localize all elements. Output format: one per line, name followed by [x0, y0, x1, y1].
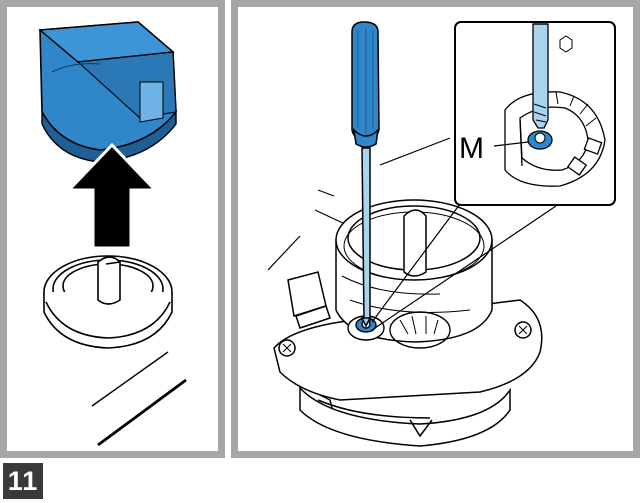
knob — [38, 21, 177, 163]
right-panel: M — [231, 0, 640, 458]
knob-mount-cylinder — [335, 199, 493, 343]
appliance-outline — [267, 137, 451, 271]
step-number-badge: 11 — [3, 463, 43, 499]
callout-label-m: M — [459, 132, 484, 165]
callout-connector — [371, 203, 557, 331]
appliance-edge-lines — [91, 351, 187, 447]
left-panel — [0, 0, 225, 458]
up-arrow-icon — [65, 142, 159, 250]
screwdriver-icon — [351, 21, 380, 328]
screw-icon — [347, 311, 451, 349]
knob-socket — [43, 255, 173, 349]
detail-inset: M — [454, 21, 616, 206]
